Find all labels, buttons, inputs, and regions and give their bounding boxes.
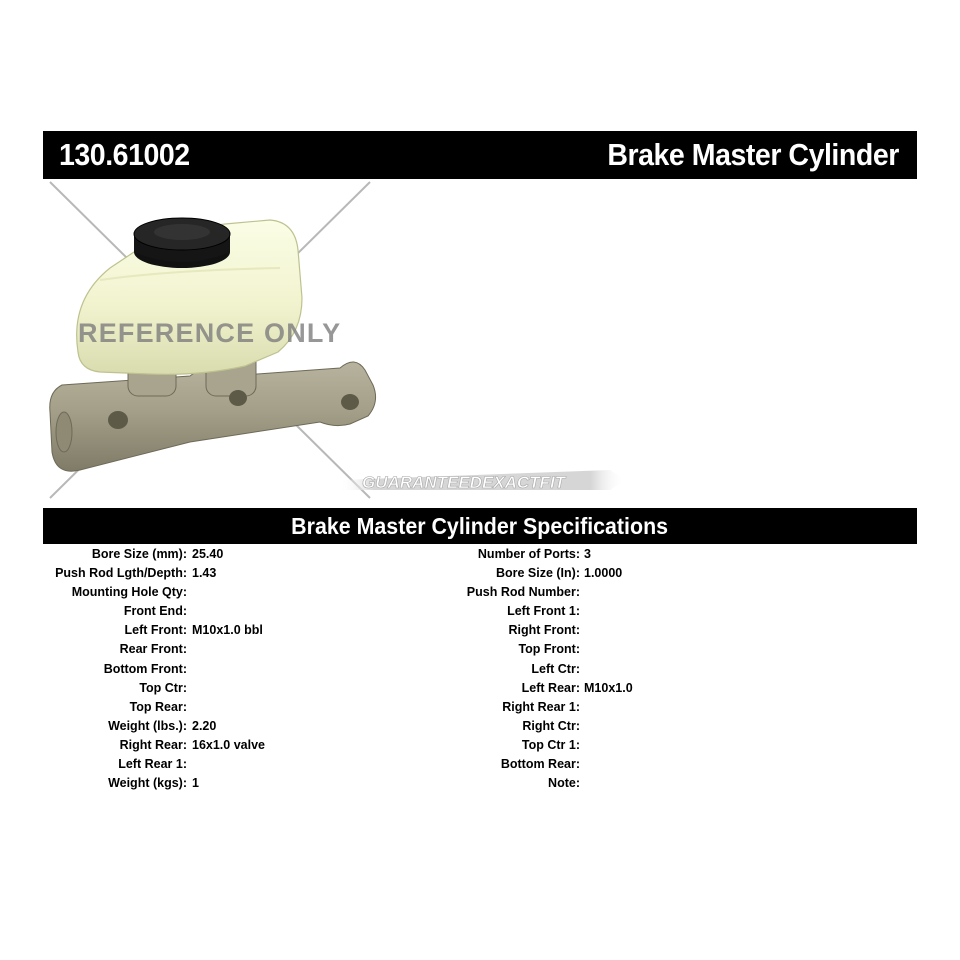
spec-row: Top Rear:: [0, 700, 480, 719]
spec-label: Right Ctr:: [522, 718, 580, 733]
spec-row: Left Rear 1:: [0, 757, 480, 776]
spec-label: Left Rear:: [521, 680, 580, 695]
spec-value: M10x1.0: [584, 680, 633, 695]
fluid-reservoir: [76, 219, 303, 375]
spec-row: Right Front:: [480, 623, 960, 642]
spec-label: Push Rod Number:: [466, 585, 580, 600]
spec-label: Rear Front:: [119, 642, 187, 657]
spec-column-left: Bore Size (mm): 25.40 Push Rod Lgth/Depth…: [0, 547, 480, 795]
spec-row: Left Rear: M10x1.0: [480, 681, 960, 700]
reservoir-cap: [133, 217, 231, 268]
spec-label: Bore Size (In):: [495, 566, 580, 581]
spec-value: 3: [584, 547, 591, 561]
spec-value: 1: [192, 776, 199, 791]
spec-row: Front End:: [0, 604, 480, 623]
spec-row: Left Front: M10x1.0 bbl: [0, 623, 480, 642]
spec-label: Mounting Hole Qty:: [71, 585, 187, 600]
spec-row: Right Ctr:: [480, 719, 960, 738]
spec-label: Left Ctr:: [531, 661, 580, 676]
spec-row: Bore Size (mm): 25.40: [0, 547, 480, 566]
spec-label: Bottom Front:: [103, 661, 187, 676]
part-number: 130.61002: [59, 137, 190, 172]
exact-fit-text: GUARANTEEDEXACTFIT: [362, 473, 567, 492]
spec-row: Right Rear 1:: [480, 700, 960, 719]
spec-row: Right Rear: 16x1.0 valve: [0, 738, 480, 757]
spec-column-right: Number of Ports:3 Bore Size (In):1.0000 …: [467, 547, 960, 795]
title-bar: 130.61002 Brake Master Cylinder: [43, 131, 917, 179]
spec-row: Push Rod Number:: [467, 585, 960, 604]
spec-row: Number of Ports: 3: [477, 547, 960, 566]
spec-label: Weight (lbs.):: [108, 718, 187, 733]
spec-label: Weight (kgs):: [108, 776, 187, 791]
spec-row: Weight (lbs.): 2.20: [0, 719, 480, 738]
spec-label: Note:: [548, 776, 580, 791]
spec-row: Top Front:: [480, 642, 960, 661]
spec-label: Top Ctr 1:: [521, 737, 580, 752]
spec-row: Weight (kgs): 1: [0, 776, 480, 795]
spec-label: Top Ctr:: [139, 680, 187, 695]
spec-label: Right Rear 1:: [502, 699, 580, 714]
spec-row: Top Ctr:: [0, 681, 480, 700]
spec-label: Right Front:: [508, 623, 580, 638]
spec-label: Left Front 1:: [507, 604, 580, 619]
exact-fit-badge: GUARANTEEDEXACTFIT: [340, 470, 625, 492]
spec-label: Front End:: [123, 604, 187, 619]
spec-label: Top Rear:: [129, 699, 187, 714]
spec-label: Push Rod Lgth/Depth:: [55, 566, 187, 581]
spec-row: Push Rod Lgth/Depth: 1.43: [0, 566, 480, 585]
spec-row: Bottom Rear:: [480, 757, 960, 776]
product-image: REFERENCE ONLY GUARANTEEDEXACTFIT: [49, 181, 625, 499]
spec-label: Number of Ports:: [477, 547, 580, 561]
spec-label: Bore Size (mm):: [91, 547, 187, 561]
spec-value: 1.0000: [584, 566, 623, 581]
spec-label: Right Rear:: [119, 737, 187, 752]
product-title: Brake Master Cylinder: [607, 137, 899, 172]
spec-value: 16x1.0 valve: [192, 737, 265, 752]
spec-row: Bore Size (In): 1.0000: [480, 566, 960, 585]
spec-value: 1.43: [192, 566, 217, 581]
spec-row: Rear Front:: [0, 642, 480, 661]
spec-value: 25.40: [192, 547, 224, 561]
spec-row: Note:: [480, 776, 960, 795]
spec-row: Mounting Hole Qty:: [0, 585, 480, 604]
spec-label: Bottom Rear:: [500, 757, 580, 772]
spec-value: M10x1.0 bbl: [192, 623, 263, 638]
watermark-text: REFERENCE ONLY: [78, 318, 341, 348]
specifications-bar: Brake Master Cylinder Specifications: [43, 508, 917, 544]
spec-value: 2.20: [192, 718, 217, 733]
spec-row: Left Ctr:: [480, 662, 960, 681]
specifications-title: Brake Master Cylinder Specifications: [291, 512, 669, 539]
spec-row: Top Ctr 1:: [480, 738, 960, 757]
spec-row: Bottom Front:: [0, 662, 480, 681]
spec-label: Top Front:: [518, 642, 580, 657]
spec-row: Left Front 1:: [480, 604, 960, 623]
spec-label: Left Rear 1:: [118, 757, 187, 772]
spec-label: Left Front:: [124, 623, 187, 638]
